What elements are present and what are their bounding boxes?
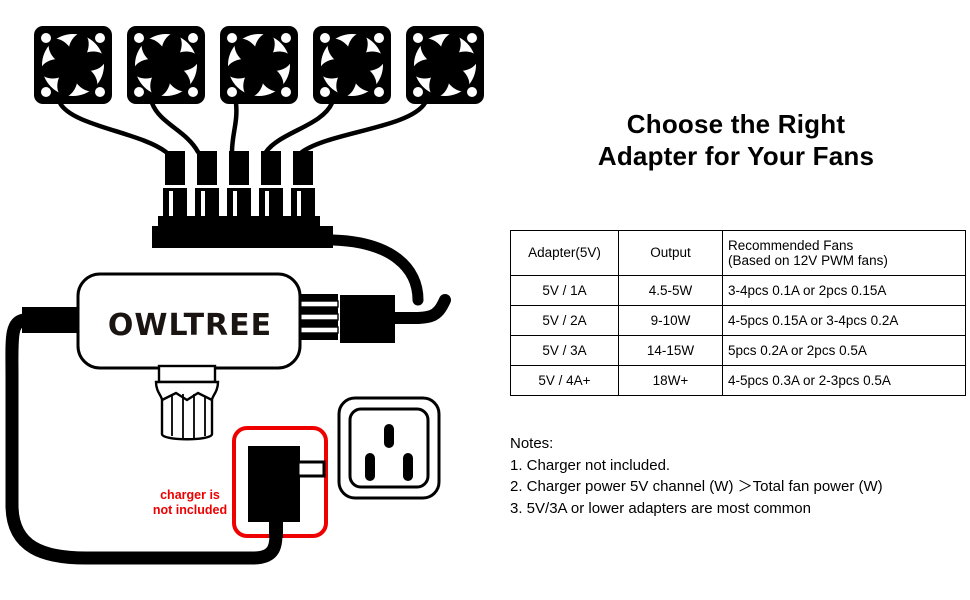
- table-row: 5V / 3A 14-15W 5pcs 0.2A or 2pcs 0.5A: [510, 335, 966, 366]
- info-panel: Choose the Right Adapter for Your Fans A…: [505, 108, 967, 517]
- adapter-output-connector: [295, 294, 451, 343]
- table-row: 5V / 1A 4.5-5W 3-4pcs 0.1A or 2pcs 0.15A: [510, 275, 966, 306]
- hub-plug-4: [261, 151, 281, 185]
- charger-callout: [232, 426, 328, 538]
- hub-to-adapter-cable: [327, 234, 424, 306]
- charger-brick: [248, 446, 326, 538]
- cell-fans: 4-5pcs 0.15A or 3-4pcs 0.2A: [722, 305, 966, 336]
- cell-adapter: 5V / 2A: [510, 305, 619, 336]
- cell-output: 18W+: [618, 365, 723, 396]
- fan-cable-1: [57, 100, 169, 155]
- table-row: 5V / 2A 9-10W 4-5pcs 0.15A or 3-4pcs 0.2…: [510, 305, 966, 336]
- fan-cable-3: [229, 100, 239, 155]
- fan-cable-group: [57, 100, 428, 155]
- wall-outlet: [337, 396, 441, 500]
- warning-line-1: charger is: [160, 488, 220, 502]
- hub-plug-1: [165, 151, 185, 185]
- header-fans-line-1: Recommended Fans: [728, 238, 854, 253]
- pwm-fan-hub: [152, 151, 333, 248]
- fan-unit-5: [406, 26, 484, 104]
- header-recommended-fans: Recommended Fans (Based on 12V PWM fans): [722, 230, 966, 276]
- fan-cable-2: [149, 100, 201, 155]
- outlet-slot-ground: [384, 424, 394, 448]
- page-title-line-1: Choose the Right: [626, 109, 846, 139]
- owltree-controller-body: [22, 272, 302, 370]
- adapter-power-cable: [5, 313, 283, 565]
- cell-output: 14-15W: [618, 335, 723, 366]
- outlet-slot-left: [365, 453, 375, 481]
- fan-unit-2: [127, 26, 205, 104]
- hub-plug-5: [293, 151, 313, 185]
- warning-line-2: not included: [152, 502, 228, 517]
- output-connector-cable: [387, 294, 451, 325]
- header-fans-line-2: (Based on 12V PWM fans): [728, 253, 888, 268]
- outlet-slot-right: [403, 453, 413, 481]
- fan-cable-4: [263, 100, 335, 155]
- cell-adapter: 5V / 4A+: [510, 365, 619, 396]
- cell-adapter: 5V / 3A: [510, 335, 619, 366]
- adapter-spec-table: Adapter(5V) Output Recommended Fans (Bas…: [510, 230, 966, 396]
- cell-fans: 4-5pcs 0.3A or 2-3pcs 0.5A: [722, 365, 966, 396]
- page-title-line-2: Adapter for Your Fans: [597, 141, 875, 171]
- hub-plug-3: [229, 151, 249, 185]
- cell-fans: 5pcs 0.2A or 2pcs 0.5A: [722, 335, 966, 366]
- fan-unit-4: [313, 26, 391, 104]
- note-item-3: 3. 5V/3A or lower adapters are most comm…: [510, 499, 811, 517]
- fan-blades-3: [226, 33, 292, 97]
- fan-blades-2: [133, 33, 199, 97]
- cell-adapter: 5V / 1A: [510, 275, 619, 306]
- hub-plug-2: [197, 151, 217, 185]
- table-row: 5V / 4A+ 18W+ 4-5pcs 0.3A or 2-3pcs 0.5A: [510, 365, 966, 396]
- fan-array: [34, 26, 484, 104]
- fan-unit-3: [220, 26, 298, 104]
- output-connector-block: [340, 295, 395, 343]
- cell-output: 9-10W: [618, 305, 723, 336]
- note-item-1: 1. Charger not included.: [510, 456, 671, 474]
- fan-unit-1: [34, 26, 112, 104]
- hub-base-bar: [152, 226, 333, 248]
- fan-blades-1: [40, 33, 106, 97]
- cell-fans: 3-4pcs 0.1A or 2pcs 0.15A: [722, 275, 966, 306]
- fan-blades-4: [319, 33, 385, 97]
- ribbon-stripes: [295, 294, 339, 340]
- hub-plug-bodies: [165, 151, 313, 185]
- fan-cable-5: [299, 100, 428, 155]
- charger-not-included-label: charger is not included: [140, 488, 240, 517]
- cell-output: 4.5-5W: [618, 275, 723, 306]
- hub-pin-headers: [163, 188, 315, 220]
- wiring-diagram-illustration: [5, 26, 484, 565]
- controller-knob: [154, 364, 220, 441]
- fan-blades-5: [412, 33, 478, 97]
- notes-block: Notes: 1. Charger not included. 2. Charg…: [510, 433, 970, 519]
- controller-left-port: [22, 307, 84, 333]
- note-item-2: 2. Charger power 5V channel (W) ＞Total f…: [510, 478, 883, 495]
- table-header-row: Adapter(5V) Output Recommended Fans (Bas…: [510, 230, 966, 276]
- header-adapter: Adapter(5V): [510, 230, 619, 276]
- brand-wordmark: OWLTREE: [107, 307, 273, 343]
- charger-prong: [296, 460, 326, 478]
- header-output: Output: [618, 230, 723, 276]
- page-title: Choose the Right Adapter for Your Fans: [505, 108, 967, 172]
- notes-heading: Notes:: [510, 435, 554, 452]
